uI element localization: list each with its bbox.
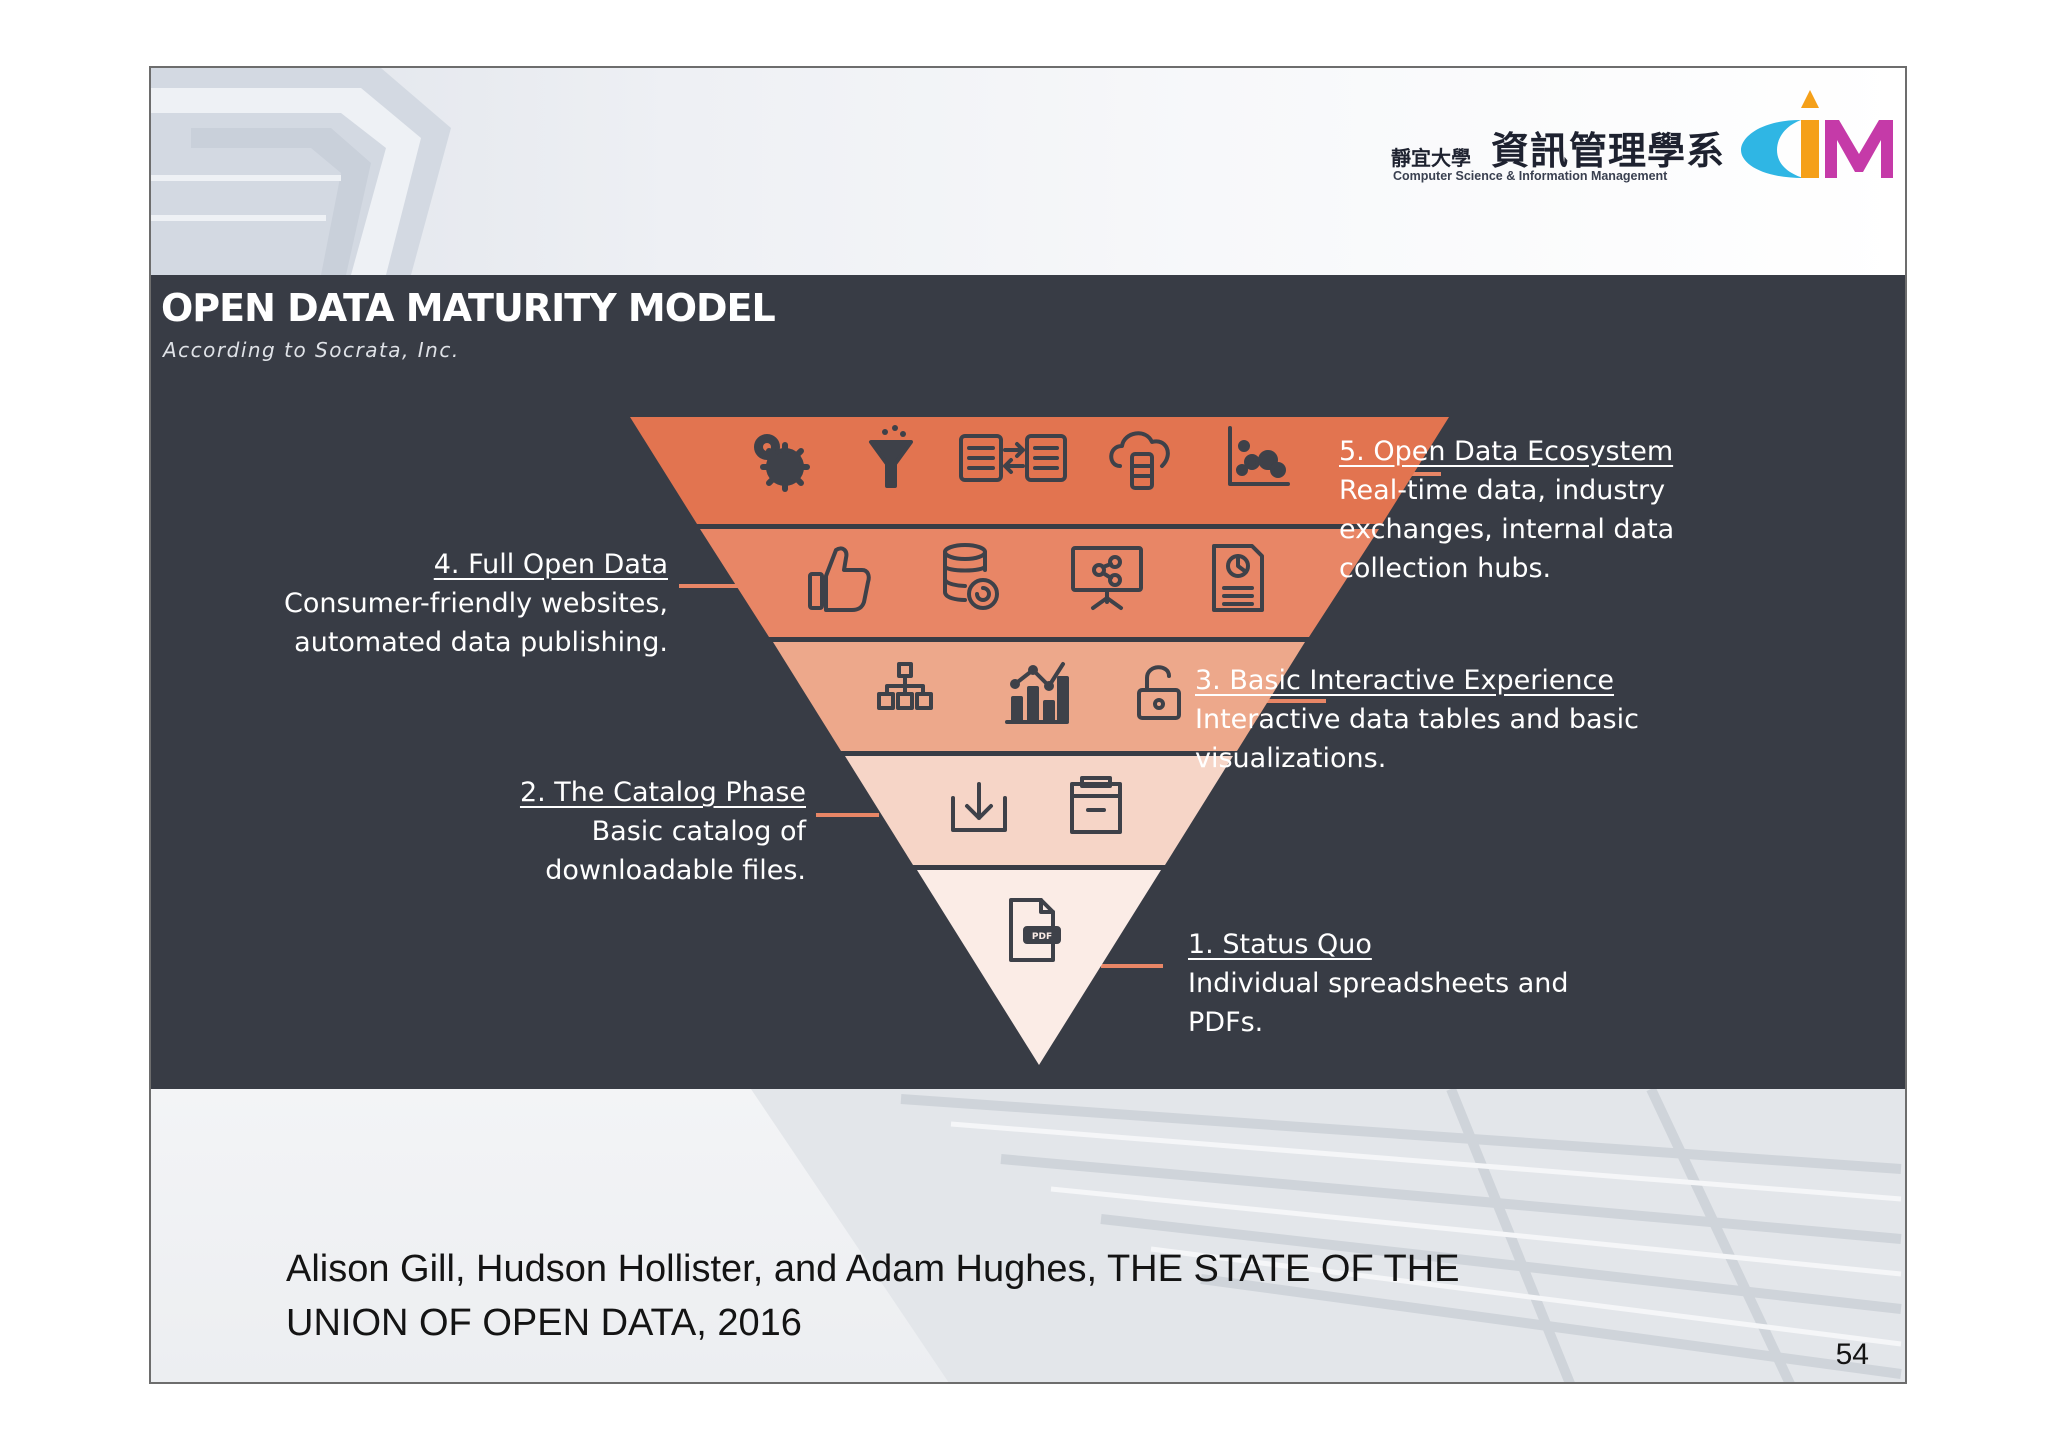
logo-english-name: Computer Science & Information Managemen… [1393, 169, 1668, 183]
stage-1-description: Individual spreadsheets and PDFs. [1188, 968, 1569, 1038]
footer-background [151, 1089, 1905, 1382]
stage-4-title: 4. Full Open Data [433, 549, 668, 580]
stage-3-title: 3. Basic Interactive Experience [1195, 665, 1615, 696]
stage-4-description: Consumer-friendly websites, automated da… [284, 588, 668, 658]
stage-3: 3. Basic Interactive Experience Interact… [1195, 661, 1695, 778]
stage-2-description: Basic catalog of downloadable files. [545, 816, 806, 886]
logo-department-name: 資訊管理學系 [1491, 129, 1726, 173]
stage-2: 2. The Catalog Phase Basic catalog of do… [401, 773, 806, 890]
stage-3-description: Interactive data tables and basic visual… [1195, 704, 1639, 774]
stage-5-description: Real-time data, industry exchanges, inte… [1339, 475, 1675, 584]
stage-1: 1. Status Quo Individual spreadsheets an… [1188, 925, 1608, 1042]
logo-university-name: 靜宜大學 [1391, 146, 1471, 170]
department-logo: 靜宜大學 資訊管理學系 Computer Science & Informati… [1391, 82, 1901, 222]
header-background [151, 68, 1905, 275]
stage-4: 4. Full Open Data Consumer-friendly webs… [211, 545, 668, 662]
stage-5-title: 5. Open Data Ecosystem [1339, 436, 1674, 467]
reference-citation: Alison Gill, Hudson Hollister, and Adam … [286, 1248, 1460, 1344]
stage-5: 5. Open Data Ecosystem Real-time data, i… [1339, 432, 1759, 588]
slide-title: OPEN DATA MATURITY MODEL [161, 286, 776, 330]
stage-1-title: 1. Status Quo [1188, 929, 1372, 960]
building-photo-bottom [751, 1089, 1905, 1382]
slide: 靜宜大學 資訊管理學系 Computer Science & Informati… [149, 66, 1907, 1384]
building-photo-top [151, 68, 451, 275]
stage-2-title: 2. The Catalog Phase [519, 777, 806, 808]
page-number: 54 [1835, 1338, 1869, 1371]
slide-subtitle: According to Socrata, Inc. [163, 338, 460, 362]
cim-logo-icon [1741, 90, 1893, 178]
